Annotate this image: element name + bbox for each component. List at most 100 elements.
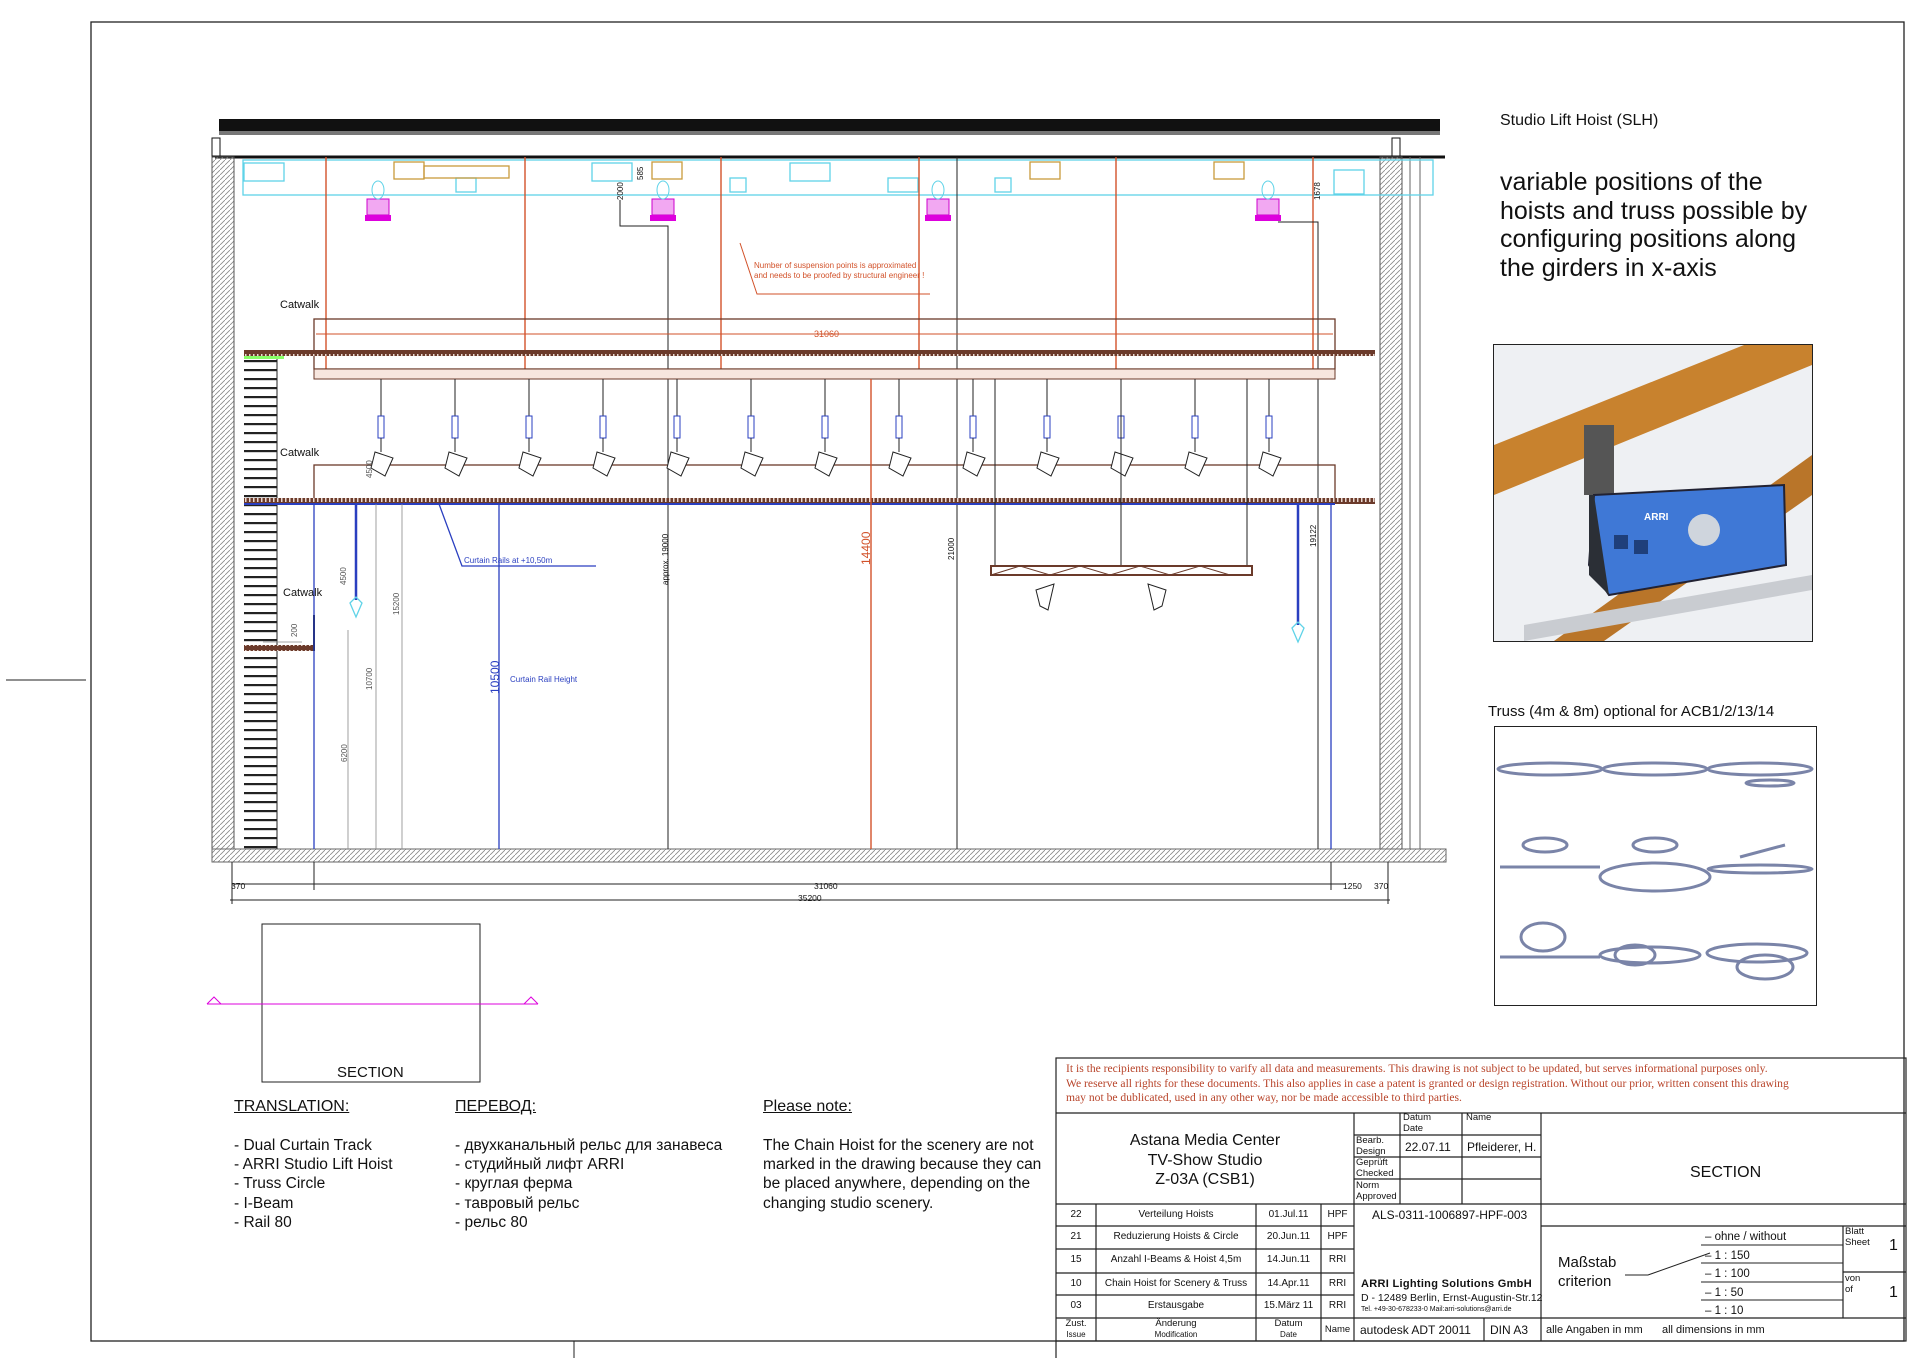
- dim-label: 6200: [340, 744, 349, 762]
- scale-option-selected: – 1 : 150: [1705, 1249, 1750, 1262]
- revision-modification: Erstausgabe: [1147, 1300, 1205, 1311]
- catwalk-label: Catwalk: [280, 447, 320, 459]
- software: autodesk ADT 20011: [1360, 1323, 1471, 1337]
- revision-date: 01.Jul.11: [1268, 1209, 1309, 1220]
- dim-label: 31060: [814, 881, 838, 891]
- list-item: - тавровый рельс: [455, 1194, 580, 1212]
- name-header: Name: [1466, 1112, 1492, 1123]
- catwalk-label: Catwalk: [280, 299, 320, 311]
- label: Bearb.: [1356, 1135, 1384, 1146]
- dim-label: 15200: [392, 592, 401, 615]
- dim-label: 35200: [798, 893, 822, 903]
- label: of: [1845, 1283, 1853, 1295]
- label: Date: [1280, 1329, 1297, 1339]
- dim-label: 14400: [859, 531, 873, 565]
- light-fixture: [1110, 379, 1134, 477]
- ladder: [244, 357, 277, 849]
- revision-name: HPF: [1327, 1231, 1348, 1242]
- label: Datum: [1403, 1112, 1431, 1123]
- list-item: - ARRI Studio Lift Hoist: [234, 1156, 393, 1174]
- label: Modification: [1154, 1329, 1198, 1339]
- scale-option-label: 1 : 150: [1714, 1249, 1750, 1262]
- truss: [990, 565, 1253, 576]
- project-line: Z-03A (CSB1): [1155, 1171, 1255, 1188]
- drawing-number: ALS-0311-1006897-HPF-003: [1372, 1208, 1528, 1222]
- translation-list-ru: - двухканальный рельс для занавеса - сту…: [455, 1136, 722, 1232]
- dim-label: 21000: [947, 537, 956, 560]
- note-text: The Chain Hoist for the scenery are not …: [763, 1137, 1042, 1212]
- project-line: TV-Show Studio: [1147, 1151, 1263, 1169]
- translation-heading-ru: ПЕРЕВОД:: [455, 1098, 537, 1115]
- scale-option-label: 1 : 100: [1714, 1268, 1750, 1280]
- label: Datum: [1274, 1318, 1303, 1329]
- list-item: - двухканальный рельс для занавеса: [455, 1137, 723, 1154]
- dim-label: 1678: [1313, 182, 1322, 200]
- revision-issue: 03: [1070, 1300, 1082, 1311]
- label: Norm: [1356, 1180, 1380, 1191]
- truss-title: Truss (4m & 8m) optional for ACB1/2/13/1…: [1488, 703, 1775, 720]
- light-fixture: [740, 379, 764, 477]
- dim-label: 10700: [365, 667, 374, 690]
- company-contact: Tel. +49-30-678233-0 Mail:arri-solutions…: [1361, 1306, 1512, 1313]
- light-fixtures: [370, 379, 1282, 477]
- disclaimer-line: may not be dublicated, used in any other…: [1066, 1091, 1462, 1104]
- design-label: Bearb.Design: [1356, 1135, 1386, 1157]
- label: Date: [1403, 1122, 1424, 1134]
- list-item: - Dual Curtain Track: [234, 1137, 372, 1154]
- revision-modification: Verteilung Hoists: [1138, 1209, 1214, 1220]
- upper-catwalk-frame: [313, 318, 1336, 370]
- light-fixture: [444, 379, 468, 477]
- revision-modification: Reduzierung Hoists & Circle: [1113, 1231, 1239, 1242]
- label: von: [1845, 1273, 1861, 1284]
- list-item: - рельс 80: [455, 1213, 528, 1231]
- suspension-note: and needs to be proofed by structural en…: [754, 271, 924, 280]
- left-wall: [211, 156, 235, 850]
- light-fixture: [888, 379, 912, 477]
- light-fixture: [962, 379, 986, 477]
- translation-list-en: - Dual Curtain Track - ARRI Studio Lift …: [234, 1136, 393, 1232]
- label: Sheet: [1845, 1236, 1870, 1248]
- light-fixture: [370, 379, 394, 477]
- scale-option-label: ohne / without: [1714, 1231, 1787, 1243]
- sheet-total: 1: [1889, 1284, 1898, 1301]
- note-heading: Please note:: [763, 1098, 852, 1115]
- sheet-number: 1: [1889, 1237, 1898, 1254]
- section-keyplan: [261, 923, 481, 1083]
- scale-option: – 1 : 100: [1705, 1268, 1750, 1280]
- scale-options: – ohne / without – 1 : 150 – 1 : 100 – 1…: [1705, 1228, 1786, 1321]
- slh-title: Studio Lift Hoist (SLH): [1500, 112, 1659, 129]
- disclaimer-line: It is the recipients responsibility to v…: [1066, 1062, 1768, 1075]
- arri-logo: ARRI: [1644, 512, 1669, 523]
- disclaimer: It is the recipients responsibility to v…: [1066, 1062, 1789, 1106]
- dim-label: 585: [636, 166, 645, 180]
- dim-label: 4500: [339, 567, 348, 585]
- design-name: Pfleiderer, H.: [1467, 1140, 1537, 1154]
- translation-heading: TRANSLATION:: [234, 1098, 350, 1115]
- revision-issue: 10: [1070, 1278, 1082, 1289]
- catwalk-grating: [244, 350, 1375, 356]
- revision-modification: Anzahl I-Beams & Hoist 4,5m: [1110, 1254, 1242, 1265]
- ventilation-ducts: [242, 159, 1434, 196]
- sheet-frame: [90, 21, 1905, 1342]
- rev-header-name: Name: [1324, 1324, 1351, 1335]
- light-fixture: [1184, 379, 1208, 477]
- curtain-rail-height-note: Curtain Rail Height: [510, 675, 578, 684]
- light-fixture: [814, 379, 838, 477]
- floor: [211, 848, 1447, 863]
- revision-issue: 15: [1070, 1254, 1082, 1265]
- slh-description: variable positions of the hoists and tru…: [1500, 168, 1808, 282]
- dim-label: 4500: [365, 460, 374, 478]
- catwalk-label: Catwalk: [283, 587, 323, 599]
- dim-label: 370: [231, 881, 245, 891]
- company-address: D - 12489 Berlin, Ernst-Augustin-Str.12: [1361, 1292, 1543, 1304]
- light-fixture: [666, 379, 690, 477]
- label: Checked: [1356, 1167, 1394, 1179]
- right-wall: [1379, 156, 1403, 850]
- rev-header-issue: Zust.Issue: [1056, 1318, 1096, 1340]
- scale-option: – 1 : 10: [1705, 1305, 1744, 1317]
- revision-name: HPF: [1327, 1209, 1348, 1220]
- dim-label: 19122: [1309, 524, 1318, 547]
